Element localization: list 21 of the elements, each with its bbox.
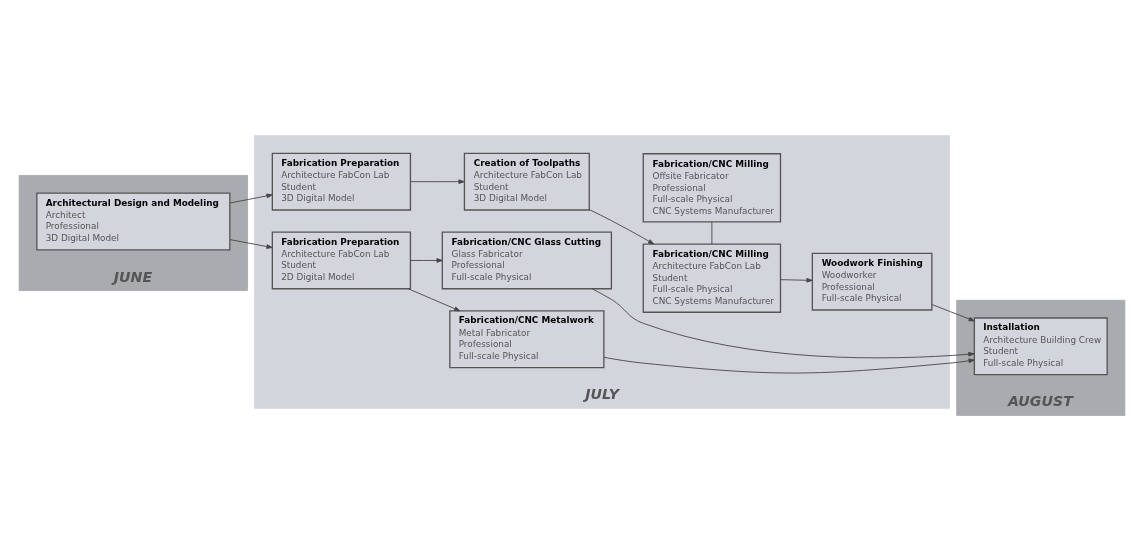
arrow — [229, 193, 273, 204]
node-box: Architectural Design and Modeling Architect Professional 3D Digital Model — [36, 192, 231, 251]
node-box: Fabrication Preparation Architecture FabCon Lab Student 2D Digital Model — [271, 231, 412, 290]
node-box: Fabrication/CNC Glass Cutting Glass Fabricator Professional Full-scale Physical — [441, 231, 613, 290]
arrow — [229, 239, 273, 249]
node-box: Fabrication Preparation Architecture FabCon Lab Student 3D Digital Model — [271, 152, 412, 211]
arrow — [410, 179, 465, 184]
connector — [711, 221, 713, 245]
arrow — [780, 277, 813, 283]
arrow — [407, 288, 461, 312]
node-box: Installation Architecture Building Crew Student Full-scale Physical — [973, 317, 1108, 376]
arrow — [931, 304, 975, 322]
arrow — [588, 209, 655, 245]
node-box: Woodwork Finishing Woodworker Professional Full-scale Physical — [811, 252, 933, 311]
node-box: Fabrication/CNC Metalwork Metal Fabricator Professional Full-scale Physical — [449, 310, 605, 369]
node-box: Fabrication/CNC Milling Architecture FabCon Lab Student Full-scale Physical CNC Systems Manufacturer — [642, 243, 782, 313]
arrow — [410, 258, 443, 263]
arrow — [603, 356, 975, 374]
node-box: Creation of Toolpaths Architecture FabCon Lab Student 3D Digital Model — [463, 152, 590, 211]
arrow — [591, 288, 975, 359]
node-box: Fabrication/CNC Milling Offsite Fabricator Professional Full-scale Physical CNC Systems Manufacturer — [642, 153, 782, 223]
